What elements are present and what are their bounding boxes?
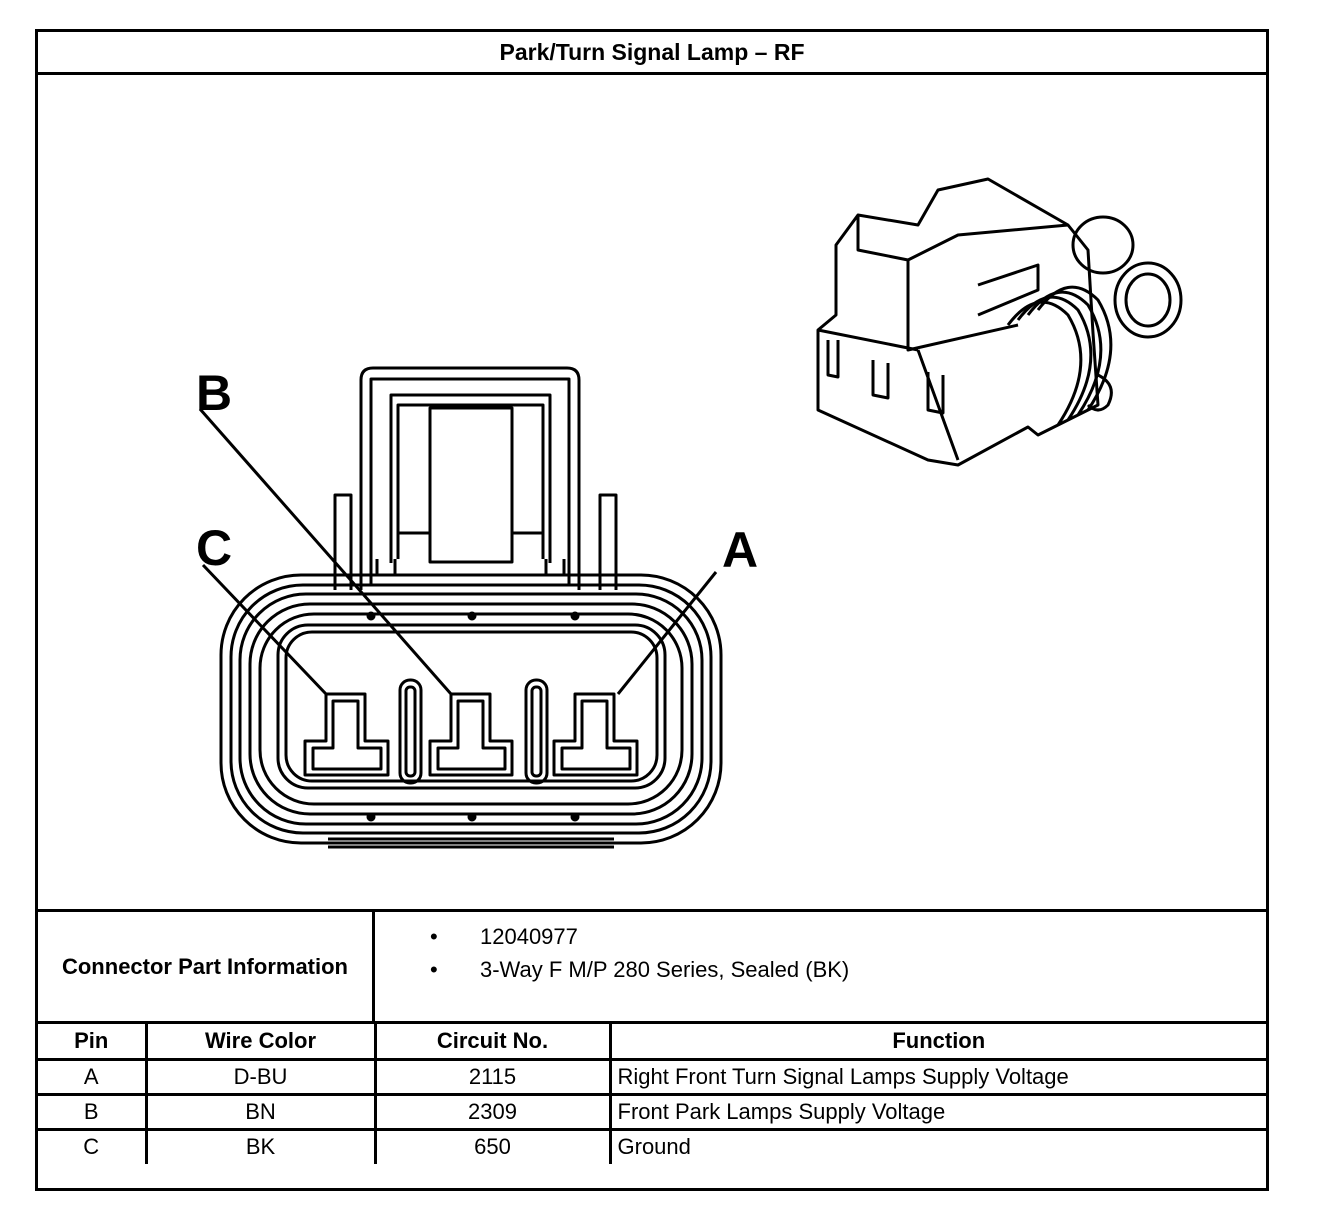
connector-face-svg: B C A <box>196 177 1183 849</box>
wire-color-cell: BN <box>144 1092 377 1131</box>
connector-isometric-view <box>816 177 1183 467</box>
function-cell: Ground <box>608 1127 1266 1164</box>
connector-face-view <box>198 366 723 849</box>
column-header-wire-color: Wire Color <box>144 1024 377 1061</box>
column-header-circuit: Circuit No. <box>373 1024 612 1061</box>
bullet-icon: • <box>430 924 438 949</box>
connector-drawing: B C A <box>38 75 1266 909</box>
circuit-cell: 2309 <box>373 1092 612 1131</box>
circuit-cell: 650 <box>373 1127 612 1164</box>
pin-label-a: A <box>722 522 758 578</box>
page-title: Park/Turn Signal Lamp – RF <box>38 32 1266 75</box>
connector-info-list: • 12040977 • 3-Way F M/P 280 Series, Sea… <box>375 912 1266 1021</box>
pin-table: Pin Wire Color Circuit No. Function A D-… <box>38 1024 1266 1164</box>
pin-label-b: B <box>196 365 232 421</box>
pin-cell: C <box>38 1127 148 1164</box>
table-row: C BK 650 Ground <box>38 1127 1266 1164</box>
column-header-pin: Pin <box>38 1024 148 1061</box>
table-row: A D-BU 2115 Right Front Turn Signal Lamp… <box>38 1057 1266 1096</box>
connector-sheet: Park/Turn Signal Lamp – RF <box>35 29 1269 1191</box>
part-number: 12040977 <box>480 924 578 949</box>
connector-info-row: Connector Part Information • 12040977 • … <box>38 909 1266 1024</box>
pin-label-c: C <box>196 520 232 576</box>
table-row: B BN 2309 Front Park Lamps Supply Voltag… <box>38 1092 1266 1131</box>
pin-cell: A <box>38 1057 148 1096</box>
pin-cell: B <box>38 1092 148 1131</box>
wire-color-cell: BK <box>144 1127 377 1164</box>
wire-color-cell: D-BU <box>144 1057 377 1096</box>
bullet-icon: • <box>430 957 438 982</box>
connector-info-label: Connector Part Information <box>38 912 375 1021</box>
function-cell: Front Park Lamps Supply Voltage <box>608 1092 1266 1131</box>
function-cell: Right Front Turn Signal Lamps Supply Vol… <box>608 1057 1266 1096</box>
connector-description: 3-Way F M/P 280 Series, Sealed (BK) <box>480 957 850 982</box>
circuit-cell: 2115 <box>373 1057 612 1096</box>
table-header-row: Pin Wire Color Circuit No. Function <box>38 1024 1266 1061</box>
column-header-function: Function <box>608 1024 1266 1061</box>
